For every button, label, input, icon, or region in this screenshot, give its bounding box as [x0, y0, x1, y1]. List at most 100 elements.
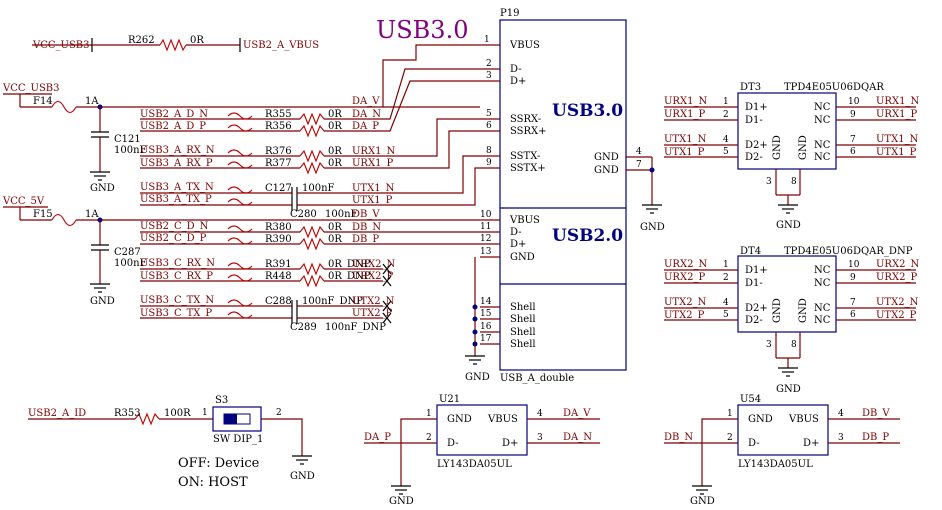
- net-usb3-a-rxp: USB3_A_RX_P: [140, 158, 213, 169]
- gnd-label-u54: GND: [690, 496, 715, 507]
- s3-ref: S3: [215, 395, 228, 406]
- svg-text:9: 9: [850, 110, 856, 120]
- net-vcc-usb3-top: VCC_USB3: [32, 40, 90, 51]
- svg-text:7: 7: [850, 298, 856, 308]
- dt4-pin-nc3: NC: [814, 303, 831, 314]
- svg-text:8: 8: [791, 177, 797, 187]
- dt4-net-urx2-n-left: URX2_N: [664, 259, 707, 270]
- dt4-net-utx2-p-left: UTX2_P: [664, 310, 705, 321]
- net-usb3-a-txn: USB3_A_TX_N: [140, 182, 214, 193]
- f15-group: VCC_5V F15 1A C287 100nF GND DB_V: [2, 196, 480, 307]
- gnd-label-dt3: GND: [776, 220, 801, 231]
- p19-value: USB_A_double: [500, 373, 574, 384]
- dt4-net-utx2-p-right: UTX2_P: [876, 310, 917, 321]
- c121-value: 100nF: [114, 145, 147, 156]
- r391-resistor-symbol: [299, 262, 325, 276]
- svg-text:4: 4: [838, 409, 844, 419]
- svg-text:6: 6: [850, 147, 856, 157]
- svg-text:12: 12: [480, 234, 491, 244]
- p19-pin-shell4: Shell: [510, 339, 536, 350]
- note-off-device: OFF: Device: [178, 456, 260, 471]
- r262-ref: R262: [128, 35, 155, 46]
- svg-text:5: 5: [723, 310, 729, 320]
- r380-value: 0R: [328, 222, 342, 233]
- net-vcc-5v: VCC_5V: [2, 196, 45, 207]
- svg-text:16: 16: [480, 322, 492, 332]
- dt3-net-utx1-p-left: UTX1_P: [664, 147, 705, 158]
- u54-pin-dm: D-: [748, 438, 760, 449]
- r380-ref: R380: [265, 222, 292, 233]
- net-usb3-c-txp: USB3_C_TX_P: [140, 308, 212, 319]
- p19-pin-vbus2: VBUS: [509, 215, 540, 226]
- svg-text:8: 8: [486, 146, 492, 156]
- dt4-pin-gnd1: GND: [772, 298, 783, 323]
- c287-ref: C287: [114, 247, 141, 258]
- r380-resistor-symbol: [299, 225, 325, 239]
- rx2-no-connect-icon: [382, 263, 392, 287]
- dt4-pin-d1m: D1-: [745, 278, 763, 289]
- dt3-net-urx1-n-left: URX1_N: [664, 96, 707, 107]
- net-usb3-c-txn: USB3_C_TX_N: [140, 295, 214, 306]
- u21-ref: U21: [439, 394, 460, 405]
- u54-esd: U54 LY143DA05UL GND D- VBUS D+ 1 GND 2 D…: [664, 394, 900, 507]
- gnd-label-c287: GND: [90, 296, 115, 307]
- f14-ref: F14: [33, 96, 53, 107]
- dt3-net-utx1-n-right: UTX1_N: [876, 134, 919, 145]
- u21-pin-vbus: VBUS: [487, 414, 518, 425]
- u54-pin-vbus: VBUS: [788, 414, 819, 425]
- r448-value: 0R_DNP: [328, 271, 371, 282]
- c288-ref: C288: [265, 296, 292, 307]
- svg-text:3: 3: [838, 433, 844, 443]
- r262-value: 0R: [190, 35, 204, 46]
- p19-pin-sstxp: SSTX+: [510, 163, 546, 174]
- r377-value: 0R: [328, 158, 342, 169]
- svg-text:5: 5: [723, 147, 729, 157]
- dt4-pin-d2m: D2-: [745, 315, 763, 326]
- dt3-pin-d2m: D2-: [745, 152, 763, 163]
- f14-group: VCC_USB3 F14 1A C121 100nF GND: [2, 83, 480, 194]
- svg-text:13: 13: [480, 247, 492, 257]
- net-urx2-n-c: URX2_N: [352, 259, 395, 270]
- net-da-p: DA_P: [352, 121, 379, 132]
- u21-net-da-n: DA_N: [563, 432, 592, 443]
- p19-pin-shell3: Shell: [510, 327, 536, 338]
- dt3-net-urx1-p-left: URX1_P: [664, 109, 705, 120]
- net-db-p: DB_P: [352, 234, 379, 245]
- dt4-pin-d2p: D2+: [745, 303, 768, 314]
- r390-resistor-symbol: [299, 237, 325, 251]
- p19-pin-ssrxm: SSRX-: [510, 114, 541, 125]
- dt3-pin-nc4: NC: [814, 152, 831, 163]
- p19-connector: P19 USB_A_double USB3.0 USB2.0 1 2 3 5 6…: [465, 8, 665, 384]
- usb3-c-group: USB2_C_D_N USB2_C_D_P R380 R390 0R 0R DB…: [140, 221, 480, 333]
- u54-ref: U54: [740, 394, 761, 405]
- dt3-pin-gnd2: GND: [798, 135, 809, 160]
- p19-section-usb2: USB2.0: [552, 226, 623, 246]
- r391-ref: R391: [265, 259, 292, 270]
- net-usb2-c-dp: USB2_C_D_P: [140, 233, 207, 244]
- u54-net-db-v: DB_V: [862, 408, 890, 419]
- c127-value: 100nF: [302, 183, 335, 194]
- dt3-net-urx1-n-right: URX1_N: [876, 96, 919, 107]
- svg-text:8: 8: [791, 340, 797, 350]
- svg-text:11: 11: [480, 222, 491, 232]
- gnd-label-u21: GND: [389, 496, 414, 507]
- dt4-net-urx2-p-left: URX2_P: [664, 272, 705, 283]
- svg-text:5: 5: [486, 109, 492, 119]
- dt3-value: TPD4E05U06DQAR: [784, 82, 884, 93]
- net-utx2-n-c: UTX2_N: [352, 296, 395, 307]
- net-db-v: DB_V: [352, 209, 380, 220]
- svg-text:3: 3: [537, 433, 543, 443]
- r262-resistor-symbol: [159, 38, 187, 52]
- p19-pin-dm1: D-: [510, 64, 522, 75]
- note-on-host: ON: HOST: [178, 475, 248, 490]
- usb3-a-group: USB2_A_D_N USB2_A_D_P R355 R356 0R 0R DA…: [140, 68, 480, 220]
- svg-text:9: 9: [850, 273, 856, 283]
- r353-resistor-symbol: [134, 412, 160, 426]
- c121-ref: C121: [114, 134, 141, 145]
- r390-value: 0R: [328, 234, 342, 245]
- r356-resistor-symbol: [299, 124, 325, 138]
- dt4-pin-nc2: NC: [814, 278, 831, 289]
- u54-value: LY143DA05UL: [738, 459, 813, 470]
- svg-text:1: 1: [202, 408, 208, 418]
